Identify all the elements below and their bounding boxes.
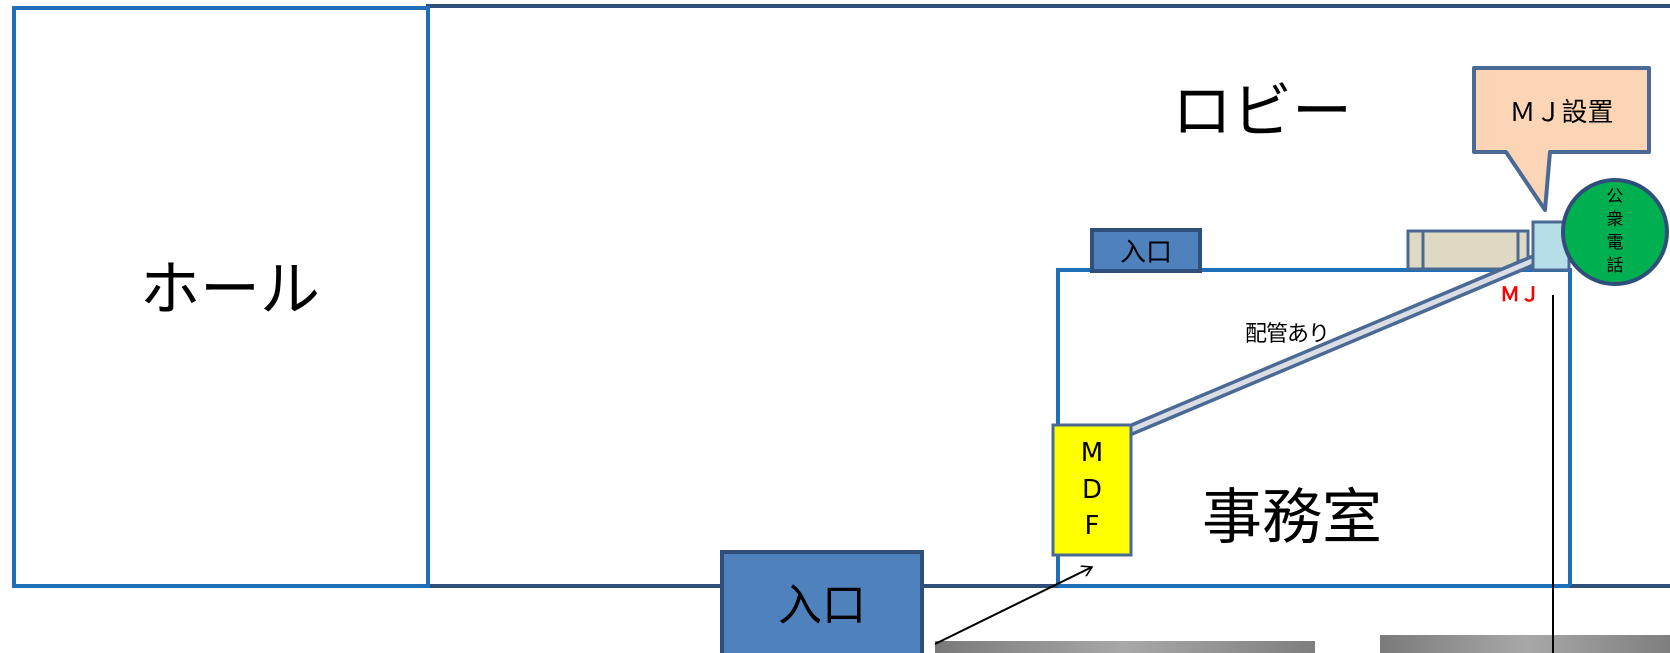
- lobby-entrance-box: [1090, 228, 1202, 273]
- office-label: 事務室: [1202, 483, 1382, 553]
- mj-callout-text: ＭＪ設置: [1509, 97, 1614, 128]
- conduit-pipe: [1123, 253, 1540, 438]
- photo-thumbnail-right: [1380, 635, 1670, 653]
- mdf-letter-m: M: [1080, 438, 1104, 469]
- phone-char-4: 話: [1606, 255, 1624, 276]
- wall-panel: [1406, 229, 1530, 271]
- lobby-label: ロビー: [1172, 77, 1352, 147]
- mj-tag: ＭＪ: [1500, 282, 1540, 306]
- main-entrance-box: [720, 550, 924, 653]
- hall-label: ホール: [140, 255, 320, 325]
- conduit-note: 配管あり: [1245, 322, 1330, 347]
- mdf-label: M D F: [1053, 425, 1131, 555]
- mdf-box: [1051, 423, 1133, 557]
- phone-char-2: 衆: [1606, 210, 1624, 231]
- mdf-pointer-arrow: [934, 567, 1092, 645]
- public-phone-circle: [1561, 178, 1669, 286]
- mj-box: [1531, 220, 1571, 272]
- phone-char-1: 公: [1606, 187, 1624, 208]
- public-phone-label: 公 衆 電 話: [1563, 180, 1667, 284]
- photo-thumbnail-left: [935, 641, 1315, 653]
- mj-callout-bubble: [1472, 66, 1651, 212]
- mdf-letter-d: D: [1081, 474, 1103, 505]
- mdf-letter-f: F: [1084, 511, 1100, 542]
- lobby-entrance-label: 入口: [1119, 238, 1172, 268]
- hall-room: [12, 6, 430, 588]
- phone-char-3: 電: [1606, 233, 1624, 253]
- main-entrance-label: 入口: [778, 579, 866, 631]
